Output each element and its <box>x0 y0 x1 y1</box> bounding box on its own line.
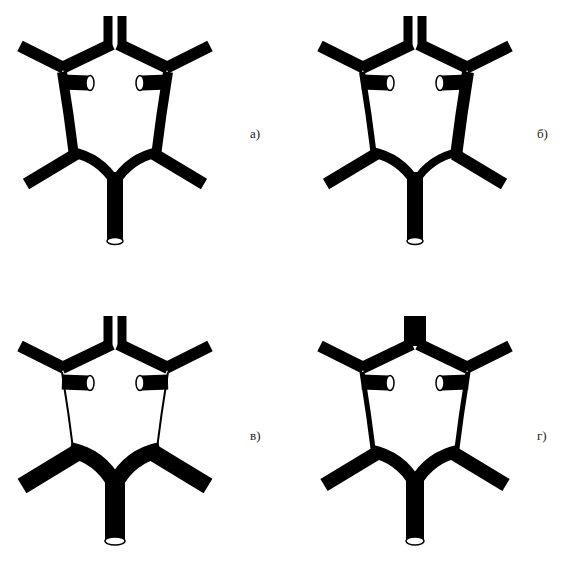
artery-segment <box>166 46 210 68</box>
artery-segment <box>362 344 412 368</box>
artery-segment <box>362 382 388 383</box>
arterial-circle-variant <box>20 316 210 545</box>
artery-segment <box>20 346 64 368</box>
artery-segment <box>407 172 423 240</box>
arterial-circle-variant <box>320 316 510 545</box>
artery-segment <box>142 82 168 83</box>
artery-segment <box>62 344 112 368</box>
artery-segment <box>320 346 364 368</box>
artery-segment <box>26 154 76 184</box>
artery-segment <box>406 472 424 540</box>
vessel-lumen <box>436 376 444 391</box>
vessel-lumen <box>105 537 125 545</box>
panel-label: в) <box>250 428 260 444</box>
vessel-lumen <box>136 376 144 391</box>
artery-segment <box>118 344 168 368</box>
artery-segment <box>442 82 468 83</box>
arterial-circle-variant <box>20 16 210 245</box>
artery-segment <box>418 44 468 68</box>
vessel-group <box>20 16 510 545</box>
vessel-lumen <box>436 76 444 91</box>
artery-segment <box>62 382 88 383</box>
vessel-lumen <box>86 76 94 91</box>
panel-label: б) <box>537 126 548 142</box>
artery-segment <box>453 453 506 485</box>
artery-segment <box>454 154 504 184</box>
vessel-lumen <box>86 376 94 391</box>
arterial-circle-variant <box>320 16 510 245</box>
artery-segment <box>362 82 388 83</box>
artery-segment <box>62 44 112 68</box>
panel-label: а) <box>250 126 260 142</box>
artery-segment <box>20 46 64 68</box>
vessel-lumen <box>386 76 394 91</box>
artery-segment <box>362 44 412 68</box>
vessel-lumen <box>107 238 123 245</box>
vessel-lumen <box>406 537 424 545</box>
artery-segment <box>154 154 204 184</box>
artery-segment <box>466 46 510 68</box>
artery-segment <box>118 44 168 68</box>
artery-segment <box>326 154 376 184</box>
vessel-lumen <box>407 238 423 245</box>
artery-segment <box>320 46 364 68</box>
artery-segment <box>105 472 125 540</box>
artery-segment <box>466 346 510 368</box>
artery-segment <box>62 82 88 83</box>
artery-segment <box>107 172 123 240</box>
vessel-lumen <box>136 76 144 91</box>
panel-label: г) <box>537 428 547 444</box>
artery-segment <box>142 382 168 383</box>
artery-segment <box>418 344 468 368</box>
artery-segment <box>442 382 468 383</box>
artery-segment <box>324 453 377 485</box>
artery-segment <box>166 346 210 368</box>
vessel-lumen <box>386 376 394 391</box>
